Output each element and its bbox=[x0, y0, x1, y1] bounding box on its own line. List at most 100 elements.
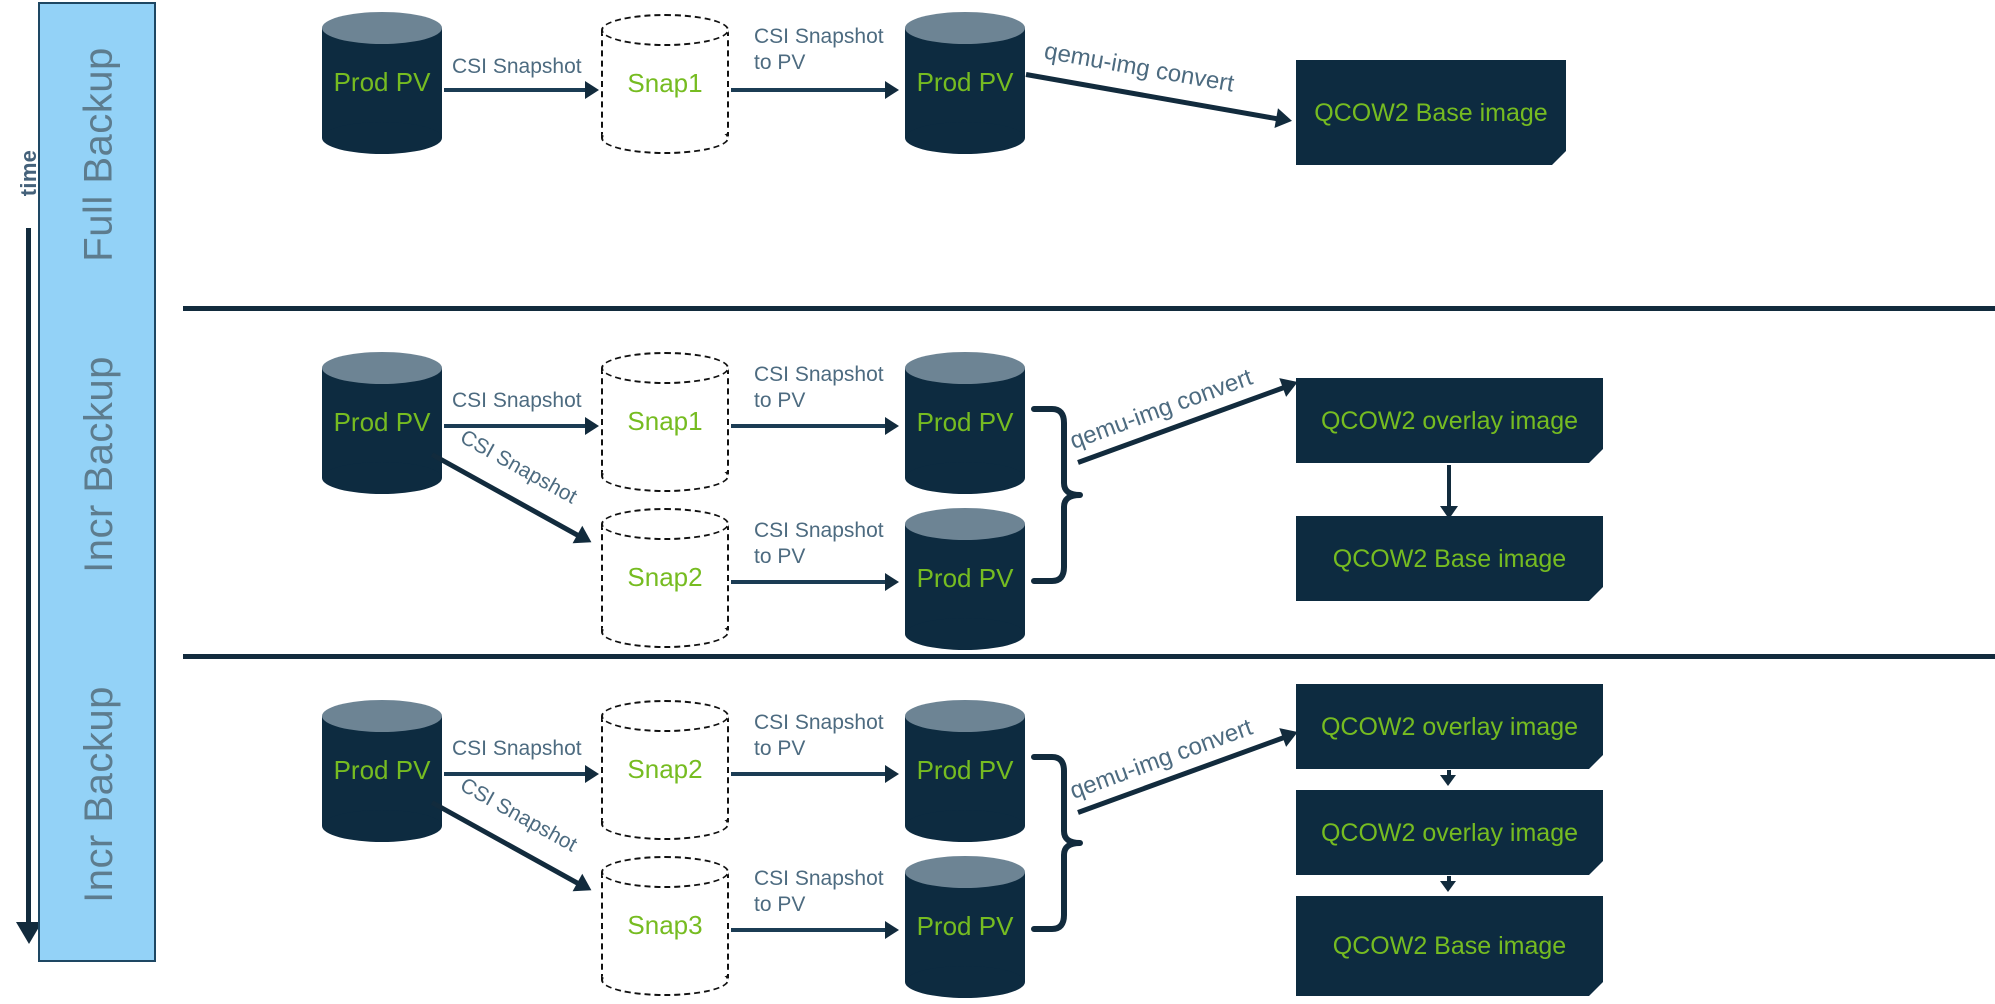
cylinder-body bbox=[905, 368, 1025, 478]
snapshot-snap2-row3[interactable]: Snap2 bbox=[601, 700, 729, 840]
prod-pv-label: Prod PV bbox=[333, 755, 431, 786]
cylinder-bottom bbox=[905, 462, 1025, 494]
snapshot-snap2-row2[interactable]: Snap2 bbox=[601, 508, 729, 648]
cylinder-body bbox=[322, 716, 442, 826]
phase-cell-full-backup: Full Backup bbox=[40, 4, 158, 304]
cylinder-body bbox=[905, 716, 1025, 826]
cylinder-bottom bbox=[601, 614, 729, 648]
arrow-overlay1-to-overlay2-row3 bbox=[1440, 770, 1456, 786]
prod-pv-label: Prod PV bbox=[916, 563, 1014, 594]
arrow-snap2-to-prod-row3 bbox=[731, 765, 899, 783]
cylinder-top bbox=[905, 508, 1025, 540]
phase-label-full-backup: Full Backup bbox=[76, 46, 121, 262]
arrow-overlay-to-base-row2 bbox=[1440, 465, 1458, 519]
cylinder-top bbox=[905, 700, 1025, 732]
label-csi-snapshot-to-pv-a-row2: CSI Snapshot to PV bbox=[754, 363, 884, 413]
label-csi-snapshot-to-pv-b-row3: CSI Snapshot to PV bbox=[754, 867, 884, 917]
arrow-source-to-snap1-row2 bbox=[444, 417, 599, 435]
time-axis-line bbox=[26, 228, 31, 928]
snapshot-snap1-row2[interactable]: Snap1 bbox=[601, 352, 729, 492]
cylinder-bottom bbox=[905, 810, 1025, 842]
label-csi-snapshot-to-pv-a-row3: CSI Snapshot to PV bbox=[754, 711, 884, 761]
time-axis: time bbox=[8, 150, 48, 960]
cylinder-top bbox=[322, 700, 442, 732]
cylinder-top bbox=[601, 508, 729, 540]
prod-pv-source-row2[interactable]: Prod PV bbox=[322, 352, 442, 494]
phase-cell-incr-backup-1: Incr Backup bbox=[40, 304, 158, 624]
prod-pv-restore-b-row3[interactable]: Prod PV bbox=[905, 856, 1025, 998]
qcow2-base-image-row2[interactable]: QCOW2 Base image bbox=[1296, 516, 1603, 601]
cylinder-bottom bbox=[322, 810, 442, 842]
cylinder-top bbox=[905, 856, 1025, 888]
qcow2-base-image-row3[interactable]: QCOW2 Base image bbox=[1296, 896, 1603, 996]
phase-cell-incr-backup-2: Incr Backup bbox=[40, 624, 158, 964]
cylinder-top bbox=[905, 12, 1025, 44]
cylinder-bottom bbox=[322, 462, 442, 494]
qcow2-label: QCOW2 overlay image bbox=[1320, 818, 1579, 847]
qcow2-label: QCOW2 Base image bbox=[1332, 932, 1567, 960]
prod-pv-restore-row1[interactable]: Prod PV bbox=[905, 12, 1025, 154]
cylinder-top bbox=[322, 352, 442, 384]
cylinder-bottom bbox=[601, 120, 729, 154]
cylinder-top bbox=[601, 14, 729, 46]
prod-pv-label: Prod PV bbox=[916, 911, 1014, 942]
prod-pv-source-row1[interactable]: Prod PV bbox=[322, 12, 442, 154]
cylinder-top bbox=[601, 856, 729, 888]
qcow2-overlay-image-2-row3[interactable]: QCOW2 overlay image bbox=[1296, 790, 1603, 875]
label-csi-snapshot-a-row3: CSI Snapshot bbox=[452, 737, 582, 760]
qcow2-overlay-image-row2[interactable]: QCOW2 overlay image bbox=[1296, 378, 1603, 463]
snapshot-snap3-row3[interactable]: Snap3 bbox=[601, 856, 729, 996]
label-csi-snapshot-to-pv-b-row2: CSI Snapshot to PV bbox=[754, 519, 884, 569]
cylinder-bottom bbox=[601, 806, 729, 840]
arrow-source-to-snap1-row1 bbox=[444, 81, 599, 99]
arrow-snap1-to-prod-row1 bbox=[731, 81, 899, 99]
cylinder-body bbox=[905, 872, 1025, 982]
snapshot-label: Snap2 bbox=[627, 754, 703, 785]
snapshot-snap1-row1[interactable]: Snap1 bbox=[601, 14, 729, 154]
snapshot-label: Snap1 bbox=[627, 68, 703, 99]
cylinder-bottom bbox=[905, 618, 1025, 650]
cylinder-bottom bbox=[905, 122, 1025, 154]
qcow2-label: QCOW2 Base image bbox=[1314, 98, 1548, 127]
prod-pv-restore-b-row2[interactable]: Prod PV bbox=[905, 508, 1025, 650]
cylinder-bottom bbox=[322, 122, 442, 154]
phase-sidebar: Full Backup Incr Backup Incr Backup bbox=[38, 2, 156, 962]
prod-pv-label: Prod PV bbox=[333, 67, 431, 98]
prod-pv-label: Prod PV bbox=[333, 407, 431, 438]
arrow-overlay2-to-base-row3 bbox=[1440, 876, 1456, 892]
cylinder-body bbox=[322, 28, 442, 138]
label-csi-snapshot-b-row2: CSI Snapshot bbox=[456, 425, 581, 509]
snapshot-label: Snap3 bbox=[627, 910, 703, 941]
label-csi-snapshot-row1: CSI Snapshot bbox=[452, 55, 582, 78]
cylinder-top bbox=[322, 12, 442, 44]
snapshot-label: Snap1 bbox=[627, 406, 703, 437]
cylinder-top bbox=[601, 700, 729, 732]
cylinder-bottom bbox=[601, 458, 729, 492]
qcow2-label: QCOW2 overlay image bbox=[1320, 406, 1579, 435]
prod-pv-label: Prod PV bbox=[916, 67, 1014, 98]
cylinder-top bbox=[905, 352, 1025, 384]
cylinder-body bbox=[905, 524, 1025, 634]
cylinder-bottom bbox=[905, 966, 1025, 998]
cylinder-body bbox=[905, 28, 1025, 138]
prod-pv-restore-a-row2[interactable]: Prod PV bbox=[905, 352, 1025, 494]
cylinder-bottom bbox=[601, 962, 729, 996]
arrow-source-to-snap2-row3 bbox=[444, 765, 599, 783]
qcow2-overlay-image-1-row3[interactable]: QCOW2 overlay image bbox=[1296, 684, 1603, 769]
label-csi-snapshot-b-row3: CSI Snapshot bbox=[456, 773, 581, 857]
label-csi-snapshot-a-row2: CSI Snapshot bbox=[452, 389, 582, 412]
brace-row2 bbox=[1031, 406, 1083, 584]
label-qemu-img-convert-row1: qemu-img convert bbox=[1042, 37, 1237, 98]
arrow-snap1-to-prod-row2 bbox=[731, 417, 899, 435]
qcow2-base-image-row1[interactable]: QCOW2 Base image bbox=[1296, 60, 1566, 165]
cylinder-body bbox=[322, 368, 442, 478]
brace-row3 bbox=[1031, 754, 1083, 932]
row-separator-2 bbox=[183, 654, 1995, 659]
prod-pv-restore-a-row3[interactable]: Prod PV bbox=[905, 700, 1025, 842]
prod-pv-label: Prod PV bbox=[916, 755, 1014, 786]
qcow2-label: QCOW2 overlay image bbox=[1320, 712, 1579, 741]
time-axis-arrowhead bbox=[16, 922, 42, 944]
arrow-snap2-to-prod-row2 bbox=[731, 573, 899, 591]
prod-pv-source-row3[interactable]: Prod PV bbox=[322, 700, 442, 842]
snapshot-label: Snap2 bbox=[627, 562, 703, 593]
